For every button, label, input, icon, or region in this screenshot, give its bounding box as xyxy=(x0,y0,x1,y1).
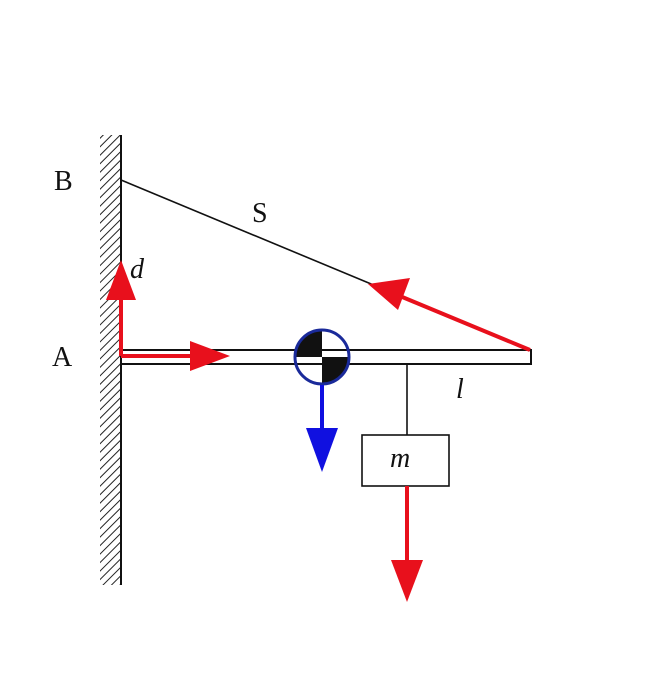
tension-arrow-head xyxy=(368,278,410,310)
beam-weight-head xyxy=(306,428,338,472)
wall-vertical-force-head xyxy=(106,260,136,300)
label-b: B xyxy=(54,166,73,197)
label-a: A xyxy=(52,342,73,373)
label-d: d xyxy=(130,254,145,285)
mass-weight-head xyxy=(391,560,423,602)
label-s: S xyxy=(252,198,268,229)
wall-horizontal-force-head xyxy=(190,341,230,371)
label-l: l xyxy=(456,374,464,405)
wall-hatching xyxy=(100,135,121,585)
tension-arrow-shaft xyxy=(394,292,531,352)
label-m: m xyxy=(390,443,410,474)
center-of-gravity-icon xyxy=(293,328,351,386)
